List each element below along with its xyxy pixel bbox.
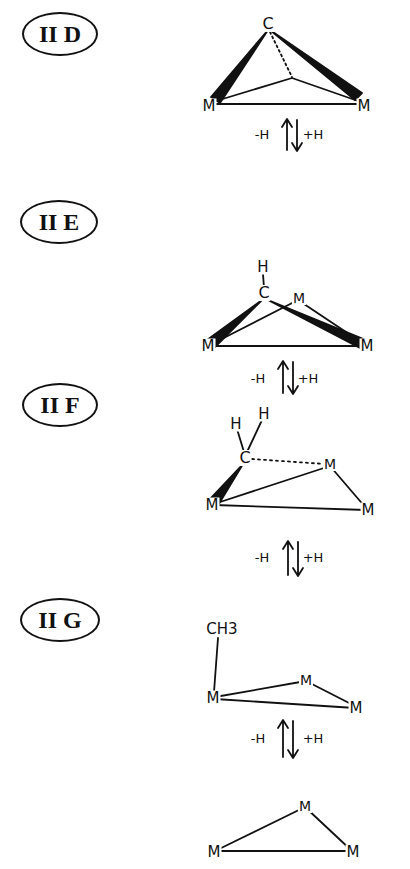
atom-label: M — [299, 673, 313, 687]
bond-line — [215, 699, 355, 708]
step-label: -H — [254, 128, 270, 141]
down-arrow — [292, 120, 302, 151]
structure-id: II E — [39, 210, 80, 234]
atom-label: M — [201, 339, 216, 354]
wedge-bond — [270, 30, 362, 100]
atom-label: M — [346, 845, 361, 860]
atom-label: M — [361, 503, 376, 518]
structure-iid — [211, 30, 362, 151]
label-oval: II G — [20, 598, 100, 642]
label-oval: II D — [22, 12, 98, 56]
bond-line — [237, 429, 244, 452]
structure-id: II F — [40, 393, 79, 417]
atom-label: H — [229, 417, 242, 432]
atom-label: C — [261, 16, 274, 32]
triangle-cluster — [215, 807, 352, 851]
bond-line — [212, 345, 364, 347]
atom-label: M — [206, 691, 221, 706]
structure-iif — [208, 420, 366, 576]
atom-label: CH3 — [205, 622, 238, 637]
hashed-bond — [270, 32, 292, 77]
step-label: -H — [250, 372, 266, 385]
atom-label: M — [360, 339, 375, 354]
atom-label: H — [257, 407, 270, 422]
up-arrow — [278, 361, 288, 393]
bond-line — [215, 681, 355, 706]
atom-label: C — [238, 450, 251, 466]
step-label: +H — [302, 732, 325, 745]
wedge-bond — [211, 30, 268, 103]
atom-label: M — [292, 291, 306, 305]
step-label: +H — [302, 551, 325, 564]
dotted-bond — [252, 459, 325, 464]
structure-iig — [214, 638, 355, 758]
structure-id: II G — [38, 608, 81, 632]
bond-line — [214, 505, 366, 510]
bond-line — [247, 420, 262, 452]
bond-line — [212, 300, 364, 344]
atom-label: M — [323, 457, 337, 471]
bare-cluster — [215, 807, 352, 851]
atom-label: C — [257, 285, 270, 301]
step-label: +H — [297, 372, 320, 385]
atom-label: M — [357, 99, 372, 114]
label-oval: II E — [20, 200, 98, 244]
atom-label: M — [349, 701, 364, 716]
step-label: +H — [302, 128, 325, 141]
step-label: -H — [254, 551, 270, 564]
bond-line — [214, 466, 366, 508]
down-arrow — [288, 721, 298, 758]
step-label: -H — [250, 732, 266, 745]
bond-line — [215, 103, 360, 105]
up-arrow — [282, 119, 292, 150]
structure-id: II D — [39, 22, 81, 46]
structure-iie — [207, 274, 366, 394]
atom-label: M — [202, 99, 217, 114]
label-oval: II F — [22, 383, 98, 427]
up-arrow — [278, 720, 288, 757]
atom-label: M — [298, 799, 312, 813]
up-arrow — [283, 541, 293, 575]
atom-label: M — [205, 498, 220, 513]
bond-line — [216, 78, 358, 101]
bond-line — [214, 638, 218, 692]
atom-label: H — [256, 260, 269, 275]
atom-label: M — [207, 845, 222, 860]
